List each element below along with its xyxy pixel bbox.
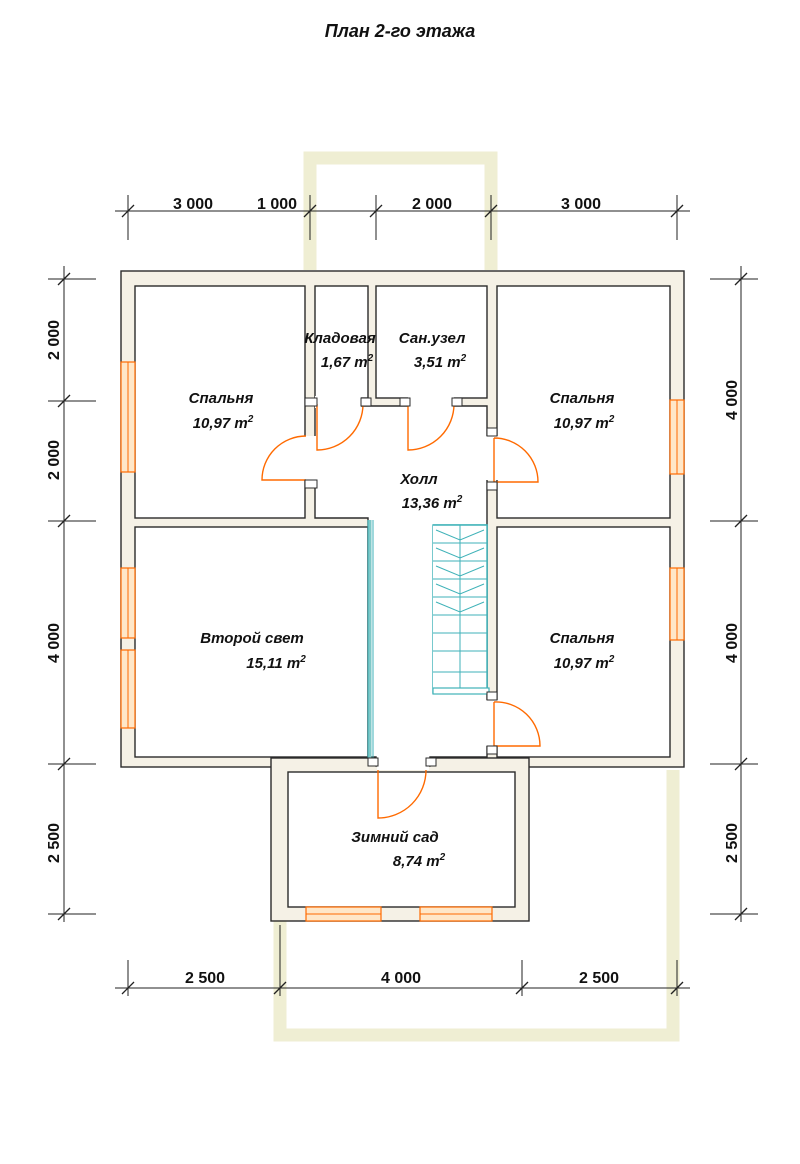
dim-left-3: 4 000 <box>46 623 63 663</box>
dimensions-top: 3 000 1 000 2 000 3 000 <box>115 195 690 240</box>
dim-bottom-1: 2 500 <box>185 970 225 987</box>
room-label-bedroom-nw: Спальня 10,97 m2 <box>189 390 254 432</box>
dimensions-right: 4 000 4 000 2 500 <box>710 266 758 922</box>
room-name: Второй свет <box>200 630 304 647</box>
room-name: Кладовая <box>304 330 376 347</box>
dimensions-left: 2 000 2 000 4 000 2 500 <box>46 266 96 922</box>
room-label-winter-garden: Зимний сад 8,74 m2 <box>351 829 445 870</box>
room-bedroom-e <box>496 526 671 758</box>
room-area: 10,97 m2 <box>193 414 254 432</box>
dim-left-1: 2 000 <box>46 320 63 360</box>
room-name: Сан.узел <box>399 330 466 347</box>
room-area: 3,51 m2 <box>414 353 467 371</box>
windows <box>120 361 685 922</box>
dim-bottom-3: 2 500 <box>579 970 619 987</box>
doors <box>261 396 541 819</box>
room-area: 13,36 m2 <box>402 494 463 512</box>
dim-top-2: 1 000 <box>257 196 297 213</box>
dim-left-4: 2 500 <box>46 823 63 863</box>
room-label-bedroom-e: Спальня 10,97 m2 <box>550 630 615 672</box>
room-label-second-light: Второй свет 15,11 m2 <box>200 630 306 672</box>
dim-right-1: 4 000 <box>724 380 741 420</box>
room-label-bathroom: Сан.узел 3,51 m2 <box>399 330 467 371</box>
door-storage <box>316 403 364 451</box>
room-area: 15,11 m2 <box>246 654 306 672</box>
room-name: Спальня <box>189 390 254 407</box>
room-area: 1,67 m2 <box>321 353 374 371</box>
room-storage <box>314 285 369 399</box>
room-area: 10,97 m2 <box>554 654 615 672</box>
door-bedroom-e <box>493 701 541 747</box>
room-name: Спальня <box>550 630 615 647</box>
door-winter-garden <box>377 769 427 819</box>
dim-top-4: 3 000 <box>561 196 601 213</box>
dim-top-3: 2 000 <box>412 196 452 213</box>
room-label-storage: Кладовая 1,67 m2 <box>304 330 376 371</box>
door-bedroom-ne <box>493 437 539 483</box>
second-light-railing <box>367 520 374 765</box>
dim-top-1: 3 000 <box>173 196 213 213</box>
room-label-bedroom-ne: Спальня 10,97 m2 <box>550 390 615 432</box>
door-bedroom-nw <box>261 435 307 481</box>
dim-right-2: 4 000 <box>724 623 741 663</box>
upper-balcony <box>303 151 498 270</box>
door-bathroom <box>407 403 455 451</box>
room-area: 10,97 m2 <box>554 414 615 432</box>
staircase <box>432 524 490 695</box>
room-label-hall: Холл 13,36 m2 <box>399 471 462 512</box>
plan-title: План 2-го этажа <box>325 21 476 41</box>
room-bedroom-ne <box>496 285 671 519</box>
room-winter-garden <box>287 771 516 908</box>
room-area: 8,74 m2 <box>393 852 446 870</box>
dim-bottom-2: 4 000 <box>381 970 421 987</box>
dim-left-2: 2 000 <box>46 440 63 480</box>
room-name: Холл <box>399 471 438 488</box>
room-name: Зимний сад <box>351 829 438 846</box>
room-name: Спальня <box>550 390 615 407</box>
dimensions-bottom: 2 500 4 000 2 500 <box>115 925 690 996</box>
dim-right-3: 2 500 <box>724 823 741 863</box>
door-jambs <box>304 397 498 767</box>
room-bathroom <box>375 285 488 399</box>
